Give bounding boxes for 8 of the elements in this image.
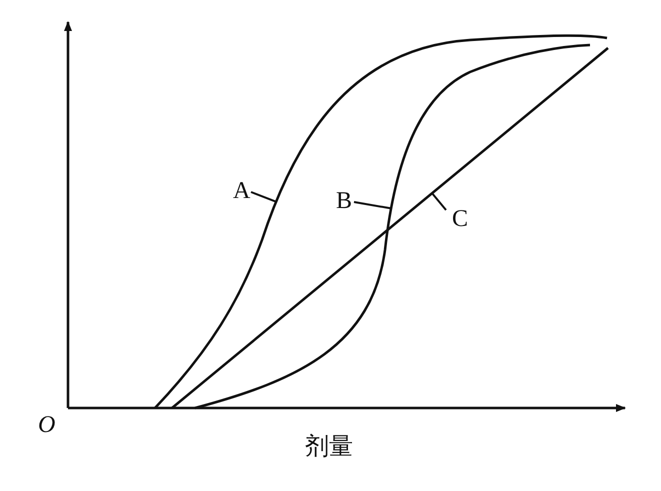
curve-label: B: [336, 188, 352, 214]
curve-label: C: [452, 206, 468, 232]
leader-line: [250, 191, 276, 203]
origin-label: O: [38, 412, 56, 438]
curve-label: A: [233, 178, 250, 204]
axis-label: 剂量: [305, 433, 353, 459]
leader-line: [431, 192, 447, 211]
leader-line: [354, 201, 392, 210]
